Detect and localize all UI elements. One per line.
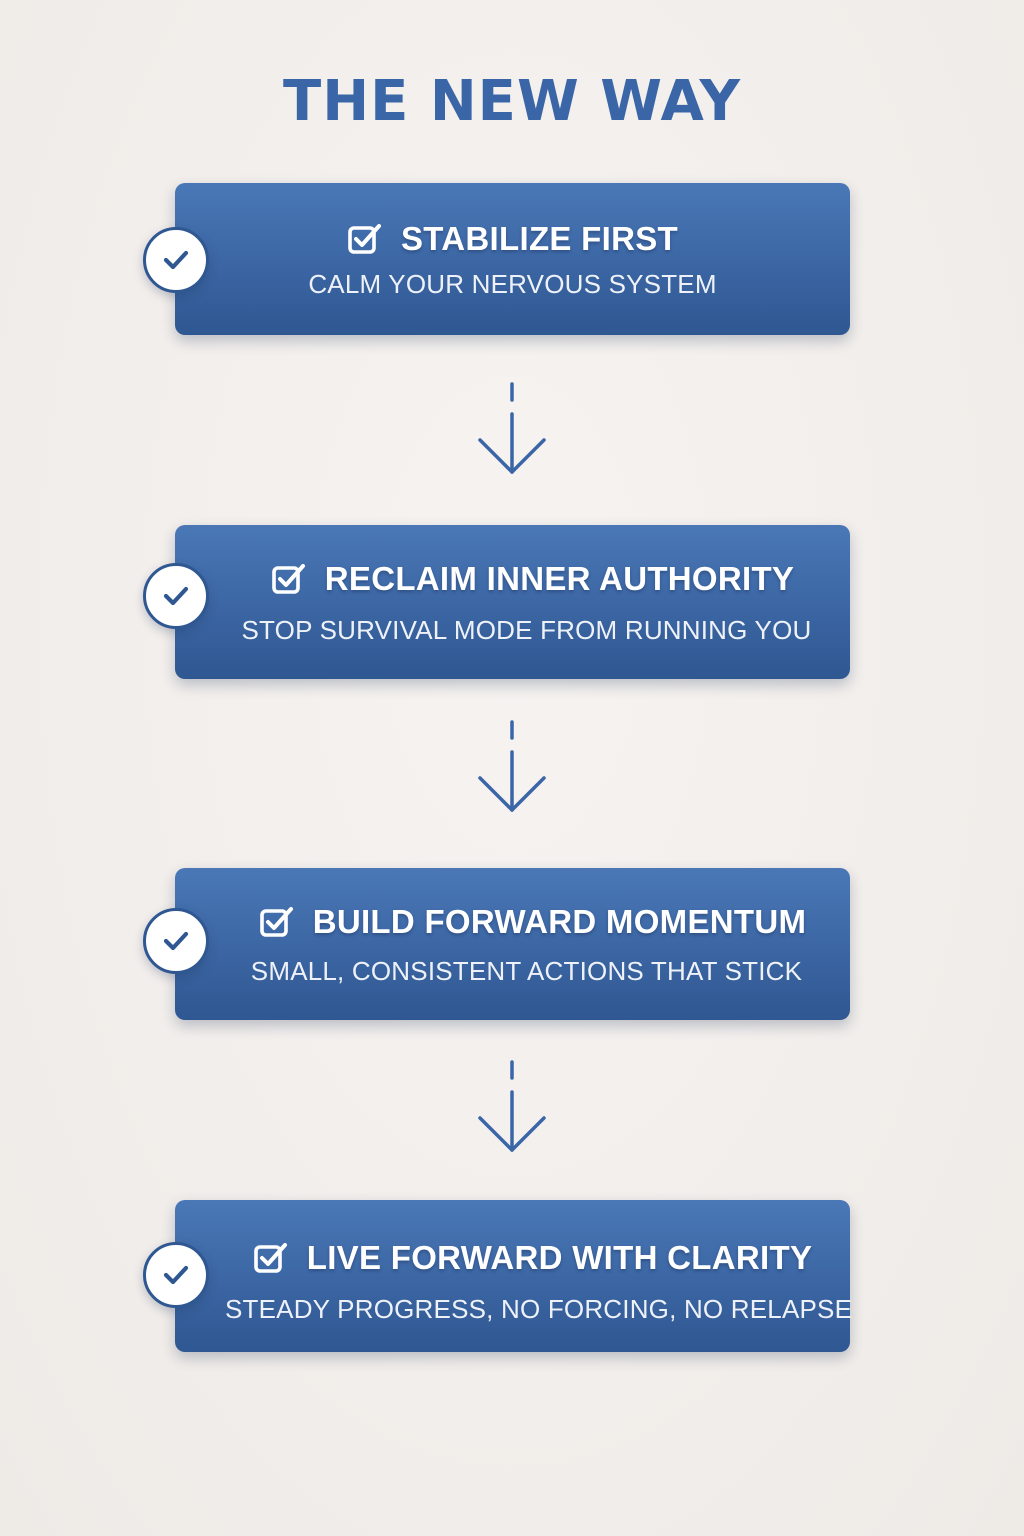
checkmark-icon — [163, 1265, 189, 1285]
checkmark-icon — [163, 931, 189, 951]
step-heading: LIVE FORWARD WITH CLARITY — [306, 1239, 813, 1276]
page-title: THE NEW WAY — [283, 69, 741, 134]
step-heading-row: BUILD FORWARD MOMENTUM — [175, 900, 850, 944]
step-box-reclaim-inner-authority: RECLAIM INNER AUTHORITY STOP SURVIVAL MO… — [175, 525, 850, 679]
dashed-down-arrow-icon — [478, 720, 546, 812]
step-heading-row: RECLAIM INNER AUTHORITY — [175, 557, 850, 601]
step-subtext: SMALL, CONSISTENT ACTIONS THAT STICK — [250, 956, 803, 986]
step-heading-row: LIVE FORWARD WITH CLARITY — [175, 1236, 850, 1280]
check-circle-icon — [143, 1242, 209, 1308]
checkbox-icon — [259, 907, 293, 937]
step-box-stabilize-first: STABILIZE FIRST CALM YOUR NERVOUS SYSTEM — [175, 183, 850, 335]
check-circle-icon — [143, 908, 209, 974]
checkmark-icon — [163, 250, 189, 270]
checkmark-icon — [163, 586, 189, 606]
step-subtext: STOP SURVIVAL MODE FROM RUNNING YOU — [241, 615, 812, 645]
check-circle-icon — [143, 227, 209, 293]
check-circle-icon — [143, 563, 209, 629]
step-heading: STABILIZE FIRST — [400, 220, 679, 257]
step-subtext: STEADY PROGRESS, NO FORCING, NO RELAPSE — [225, 1294, 853, 1324]
step-box-build-forward-momentum: BUILD FORWARD MOMENTUM SMALL, CONSISTENT… — [175, 868, 850, 1020]
checkbox-icon — [271, 564, 305, 594]
step-subtext: CALM YOUR NERVOUS SYSTEM — [308, 269, 717, 299]
dashed-down-arrow-icon — [478, 382, 546, 474]
checkbox-icon — [253, 1243, 287, 1273]
step-box-live-forward-with-clarity: LIVE FORWARD WITH CLARITY STEADY PROGRES… — [175, 1200, 853, 1352]
dashed-down-arrow-icon — [478, 1060, 546, 1152]
step-heading: BUILD FORWARD MOMENTUM — [312, 903, 807, 940]
step-heading: RECLAIM INNER AUTHORITY — [324, 560, 795, 597]
step-heading-row: STABILIZE FIRST — [175, 217, 850, 261]
checkbox-icon — [348, 224, 381, 254]
